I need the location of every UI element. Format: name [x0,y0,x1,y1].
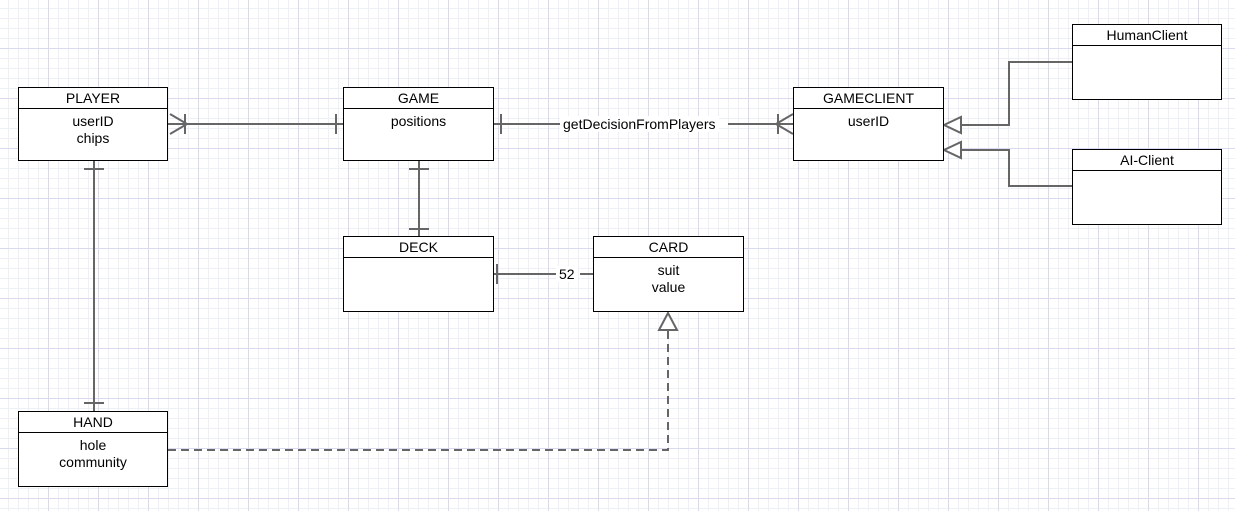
entity-gameclient[interactable]: GAMECLIENT userID [793,87,944,161]
attr-player-userid: userID [72,113,114,129]
attr-hand-hole: hole [79,437,107,453]
entity-hand[interactable]: HAND hole community [18,411,168,487]
connector-hand-card[interactable] [168,331,669,451]
entity-body-hand: hole community [19,433,167,471]
entity-title-player: PLAYER [19,88,167,109]
entity-humanclient[interactable]: HumanClient [1072,24,1222,100]
entity-game[interactable]: GAME positions [343,87,494,161]
inheritance-arrow-humanclient [941,115,962,135]
entity-title-deck: DECK [344,237,493,258]
label-get-decision-from-players: getDecisionFromPlayers [560,116,719,132]
entity-body-humanclient [1073,46,1221,50]
entity-body-aiclient [1073,171,1221,175]
label-multiplicity-52: 52 [556,266,578,282]
attr-card-value: value [651,279,686,295]
entity-body-game: positions [344,109,493,130]
entity-title-hand: HAND [19,412,167,433]
attr-player-chips: chips [76,130,110,146]
inheritance-arrow-aiclient [941,140,962,160]
entity-body-deck [344,258,493,262]
realization-arrow-card [657,310,679,331]
attr-hand-community: community [59,454,127,470]
entity-title-aiclient: AI-Client [1073,150,1221,171]
entity-card[interactable]: CARD suit value [593,236,744,312]
entity-body-gameclient: userID [794,109,943,130]
attr-gameclient-userid: userID [847,113,890,129]
entity-title-game: GAME [344,88,493,109]
connector-aiclient-gameclient[interactable] [961,149,1072,187]
entity-player[interactable]: PLAYER userID chips [18,87,168,161]
entity-deck[interactable]: DECK [343,236,494,312]
crowfoot-player-end [169,113,188,135]
entity-title-gameclient: GAMECLIENT [794,88,943,109]
connector-humanclient-gameclient[interactable] [961,61,1072,126]
entity-body-card: suit value [594,258,743,296]
attr-game-positions: positions [390,113,447,129]
entity-body-player: userID chips [19,109,167,147]
attr-card-suit: suit [657,262,680,278]
entity-title-card: CARD [594,237,743,258]
entity-aiclient[interactable]: AI-Client [1072,149,1222,225]
crowfoot-gameclient-end [775,113,794,135]
entity-title-humanclient: HumanClient [1073,25,1221,46]
